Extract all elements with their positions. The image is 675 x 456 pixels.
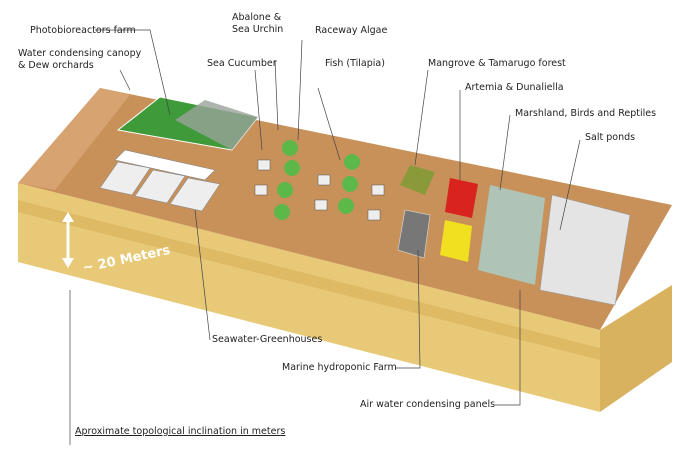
label-abalone-1: Abalone & <box>232 12 282 23</box>
label-raceway: Raceway Algae <box>315 25 388 36</box>
leader-lines <box>69 29 581 445</box>
label-hydroponic: Marine hydroponic Farm <box>282 362 397 373</box>
hydroponic-farm <box>397 209 431 259</box>
label-water-canopy-2: & Dew orchards <box>18 60 94 71</box>
label-fish: Fish (Tilapia) <box>325 58 385 69</box>
seawater-greenhouses <box>99 149 221 212</box>
label-marshland: Marshland, Birds and Reptiles <box>515 108 657 119</box>
salt-ponds <box>539 194 631 306</box>
label-salt-ponds: Salt ponds <box>585 132 636 143</box>
artemia-red <box>445 178 478 218</box>
dunaliella-yellow <box>440 220 472 262</box>
label-abalone-2: Sea Urchin <box>232 24 284 35</box>
right-face <box>600 285 672 412</box>
label-mangrove: Mangrove & Tamarugo forest <box>428 58 566 69</box>
label-air-water: Air water condensing panels <box>360 399 496 410</box>
shore <box>18 88 130 190</box>
label-photobioreactors: Photobioreactors farm <box>30 25 136 36</box>
label-greenhouses: Seawater-Greenhouses <box>212 334 323 345</box>
canopy-grey <box>175 100 258 150</box>
mangrove-forest <box>400 165 435 195</box>
label-artemia: Artemia & Dunaliella <box>465 82 564 93</box>
label-water-canopy-1: Water condensing canopy <box>18 48 142 59</box>
marshland <box>478 185 545 285</box>
label-inclination: Aproximate topological inclination in me… <box>75 426 286 437</box>
front-face-stripe <box>18 200 600 360</box>
aquaculture-ponds <box>254 140 385 221</box>
label-sea-cucumber: Sea Cucumber <box>207 58 277 69</box>
